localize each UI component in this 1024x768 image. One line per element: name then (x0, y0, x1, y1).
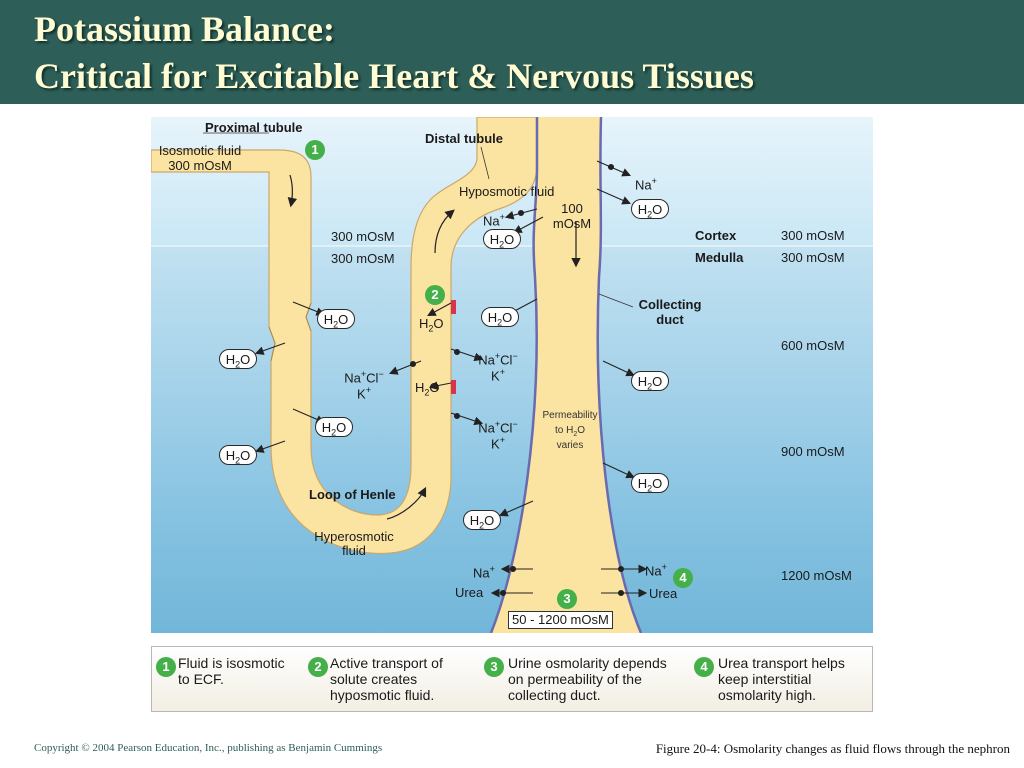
sodium-ion-label: Na+ (473, 564, 495, 581)
loop-of-henle-label: Loop of Henle (309, 487, 396, 502)
hyposmotic-value-2: mOsM (552, 216, 592, 231)
collecting-duct (491, 117, 641, 633)
urea-label: Urea (649, 586, 678, 601)
copyright-notice: Copyright © 2004 Pearson Education, Inc.… (34, 742, 383, 754)
step-1-marker: 1 (305, 140, 325, 160)
collecting-duct-right-wall (596, 117, 643, 633)
legend-panel: 1 Fluid is isosmotic to ECF. 2 Active tr… (151, 646, 873, 712)
scale-300-medulla: 300 mOsM (781, 250, 845, 265)
urea-label: Urea (455, 585, 484, 600)
flow-arrow-distal (434, 209, 455, 254)
hyposmotic-fluid-label: Hyposmotic fluid (459, 184, 555, 199)
sodium-chloride-label: Na+Cl− (478, 419, 518, 436)
scale-300-cortex: 300 mOsM (781, 228, 845, 243)
water-molecule-pill: H2O (481, 307, 519, 328)
permeability-label-1: Permeability (542, 410, 598, 421)
legend-text-3: Urine osmolarity depends on permeability… (508, 655, 667, 703)
potassium-label: K+ (357, 385, 371, 402)
leader-distal (480, 146, 490, 180)
water-molecule-pill: H2O (483, 229, 521, 250)
sodium-chloride-label: Na+Cl− (344, 369, 384, 386)
water-molecule-pill: H2O (219, 445, 257, 466)
collecting-duct-left-wall (489, 117, 539, 633)
potassium-label: K+ (491, 435, 505, 452)
scale-1200: 1200 mOsM (781, 568, 852, 583)
slide-title-line-2: Critical for Excitable Heart & Nervous T… (34, 56, 754, 96)
water-molecule-pill: H2O (463, 510, 501, 531)
water-molecule-pill: H2O (219, 349, 257, 370)
duct-range-box: 50 - 1200 mOsM (508, 611, 613, 629)
distal-tubule-label: Distal tubule (425, 131, 504, 146)
leader-duct (598, 293, 634, 308)
collecting-duct-label-1: Collecting (638, 297, 702, 312)
sodium-ion-label: Na+ (645, 562, 667, 579)
permeability-label-3: varies (556, 440, 584, 451)
legend-text-4: Urea transport helps keep interstitial o… (718, 655, 845, 703)
sodium-ion-label: Na+ (483, 212, 505, 229)
sodium-chloride-label: Na+Cl− (478, 351, 518, 368)
pump-2 (451, 380, 456, 394)
potassium-label: K+ (491, 367, 505, 384)
water-molecule-pill: H2O (317, 309, 355, 330)
water-molecule-pill: H2O (631, 473, 669, 494)
nephron-drawing (151, 117, 873, 633)
water-molecule-pill: H2O (315, 417, 353, 438)
pump-1 (451, 300, 456, 314)
transport-arrows (254, 160, 648, 598)
medulla-label: Medulla (695, 250, 744, 265)
scale-900: 900 mOsM (781, 444, 845, 459)
step-3-marker: 3 (557, 589, 577, 609)
tubule-narrowing (268, 326, 276, 362)
step-4-marker: 4 (673, 568, 693, 588)
legend-step-3: 3 (484, 657, 504, 677)
flow-arrow-loop (386, 486, 427, 520)
legend-text-2: Active transport of solute creates hypos… (330, 655, 443, 703)
cortex-label: Cortex (695, 228, 737, 243)
hyposmotic-value-1: 100 (561, 201, 583, 216)
hyperosmotic-label-2: fluid (342, 543, 366, 558)
flow-arrow-proximal (287, 174, 298, 208)
legend-step-4: 4 (694, 657, 714, 677)
collecting-duct-label-2: duct (656, 312, 684, 327)
figure-caption: Figure 20-4: Osmolarity changes as fluid… (655, 741, 1010, 756)
legend-step-1: 1 (156, 657, 176, 677)
water-label-pump: H2O (415, 380, 440, 398)
water-molecule-pill: H2O (631, 371, 669, 392)
legend-text-1: Fluid is isosmotic to ECF. (178, 655, 285, 687)
loop-osm-label-1: 300 mOsM (331, 229, 395, 244)
sodium-ion-label: Na+ (635, 176, 657, 193)
water-label-pump: H2O (419, 316, 444, 334)
nephron-diagram: Proximal tubule Isosmotic fluid 300 mOsM… (151, 117, 873, 633)
tubule-narrowing-inner (305, 302, 312, 332)
water-molecule-pill: H2O (631, 199, 669, 220)
loop-osm-label-2: 300 mOsM (331, 251, 395, 266)
legend-step-2: 2 (308, 657, 328, 677)
scale-600: 600 mOsM (781, 338, 845, 353)
proximal-tubule-label: Proximal tubule (205, 120, 303, 135)
isosmotic-value-label: 300 mOsM (168, 158, 232, 173)
permeability-label-2: to H2O (554, 425, 586, 438)
title-bar: Potassium Balance: Critical for Excitabl… (0, 0, 1024, 104)
slide-title-line-1: Potassium Balance: (34, 9, 335, 49)
step-2-marker: 2 (425, 285, 445, 305)
isosmotic-fluid-label: Isosmotic fluid (158, 143, 242, 158)
hyperosmotic-label-1: Hyperosmotic (314, 529, 394, 544)
